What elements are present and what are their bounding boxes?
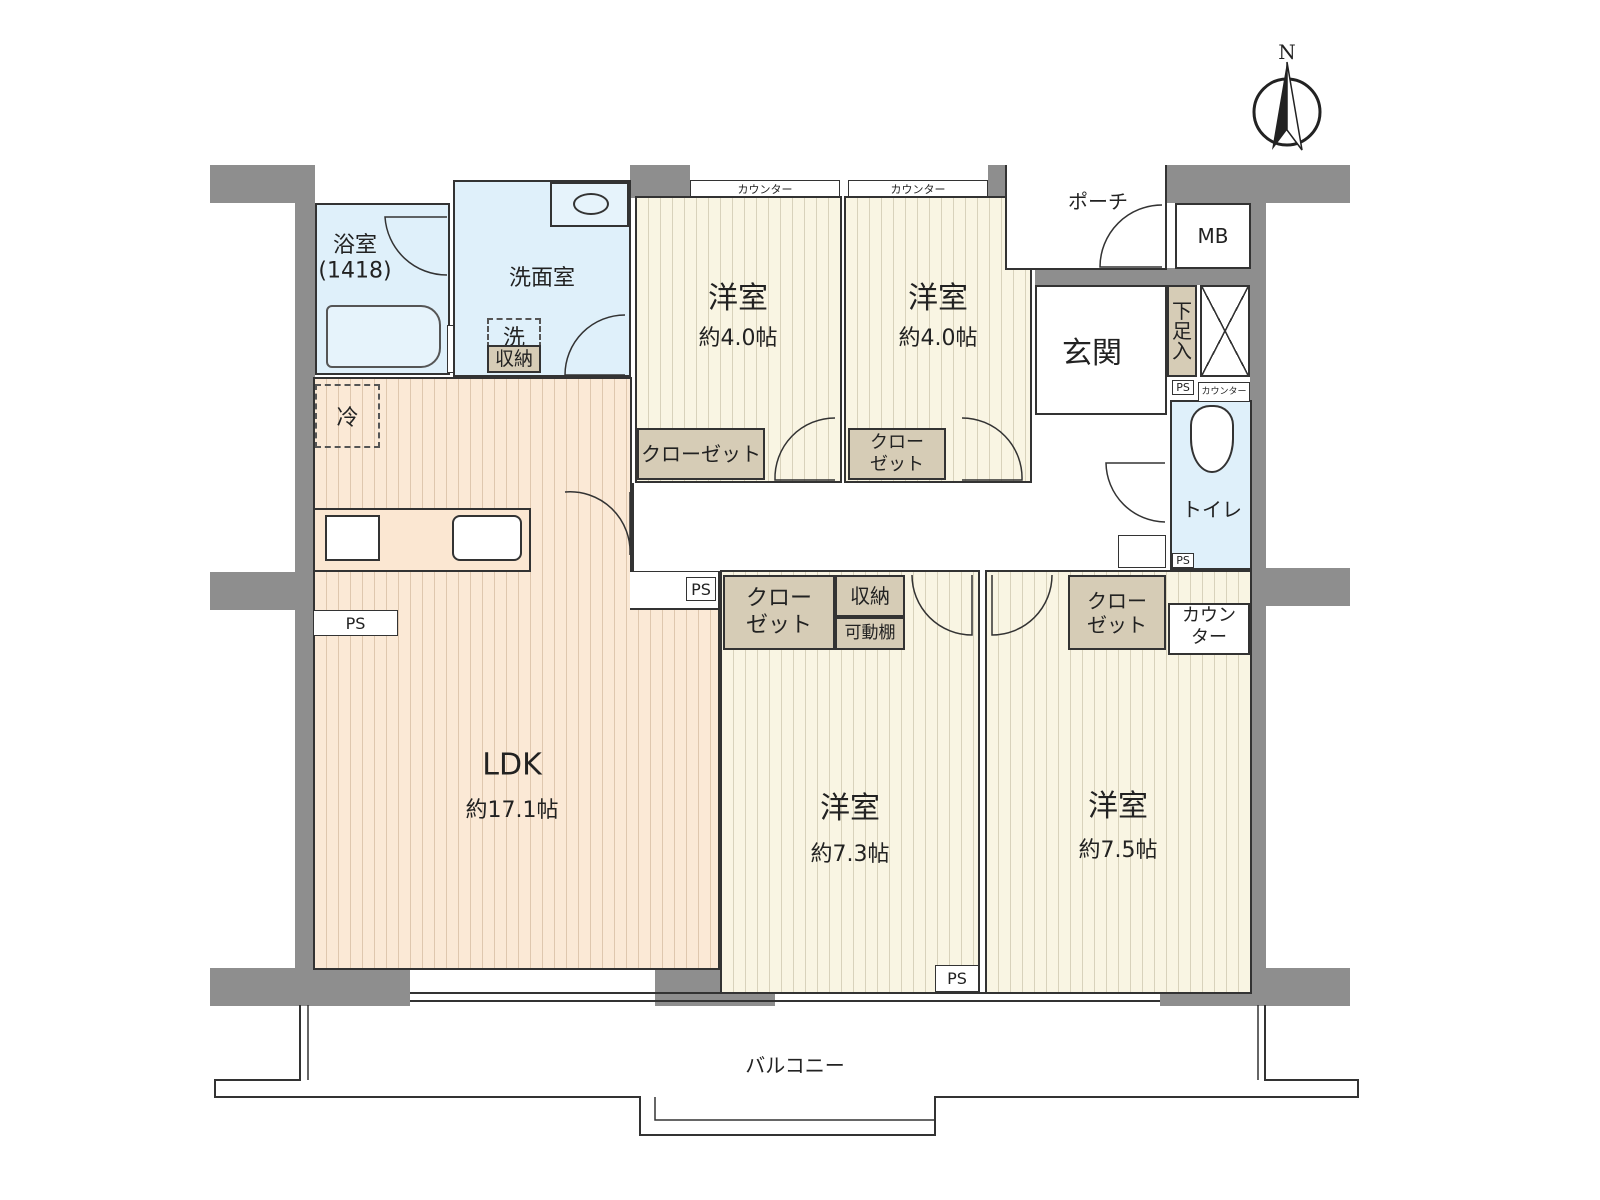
- meter-box: MB: [1175, 203, 1251, 269]
- door-room1: [774, 417, 836, 481]
- room3-size: 約7.3帖: [810, 842, 890, 867]
- compass-icon: [1252, 61, 1322, 151]
- sink-icon: [573, 193, 609, 215]
- hall-sink-icon: [1118, 535, 1166, 568]
- counter-room1-label: カウンター: [737, 183, 793, 196]
- shoe-storage-label: 下 足 入: [1172, 299, 1192, 363]
- ldk-size: 約17.1帖: [465, 798, 559, 823]
- compass-north-label: N: [1278, 40, 1296, 64]
- ps-ldk: PS: [313, 610, 398, 636]
- porch-label: ポーチ: [1068, 189, 1128, 214]
- toilet-bowl-icon: [1190, 405, 1234, 473]
- washroom-storage-label: 収納: [494, 347, 533, 370]
- room2-label: 洋室: [908, 281, 968, 316]
- door-room3: [911, 574, 973, 636]
- wall-porch-bottom: [1035, 268, 1265, 285]
- balcony-outline: [214, 1005, 1359, 1136]
- closet-room3: クロー ゼット: [723, 575, 835, 650]
- room4-size: 約7.5帖: [1078, 838, 1158, 863]
- balcony-label: バルコニー: [745, 1053, 845, 1078]
- mb-label: MB: [1197, 224, 1229, 248]
- room1-label: 洋室: [708, 281, 768, 316]
- closet-room4-label: クロー ゼット: [1087, 588, 1147, 637]
- ps-room3: PS: [935, 965, 979, 992]
- room3-label: 洋室: [820, 791, 880, 826]
- bathtub: [326, 305, 441, 368]
- washer-label: 洗: [502, 326, 525, 351]
- ldk-label: LDK: [482, 747, 542, 783]
- storage-room3-label: 収納: [850, 584, 890, 608]
- ldk: [313, 570, 720, 970]
- wall-mid-left: [210, 572, 315, 610]
- closet-room3-label: クロー ゼット: [745, 586, 812, 638]
- toilet-label: トイレ: [1182, 497, 1242, 522]
- room1-size: 約4.0帖: [698, 326, 778, 351]
- shelf-room3: 可動棚: [835, 617, 905, 650]
- washroom-label: 洗面室: [508, 266, 576, 291]
- porch: [1005, 165, 1167, 270]
- fridge-label: 冷: [336, 406, 359, 431]
- genkan-label: 玄関: [1062, 336, 1122, 371]
- door-ldk: [564, 491, 631, 556]
- toilet-counter-label: カウンター: [1201, 387, 1247, 397]
- kitchen-sink-icon: [452, 515, 522, 561]
- door-room4: [991, 574, 1053, 636]
- storage-room3: 収納: [835, 575, 905, 617]
- closet-room4: クロー ゼット: [1068, 575, 1166, 650]
- stove-icon: [325, 515, 380, 561]
- toilet-counter: カウンター: [1198, 382, 1250, 402]
- wall-top-mid: [630, 165, 690, 198]
- hallway: [632, 483, 1170, 571]
- ps-toilet-top: PS: [1172, 380, 1194, 395]
- door-entrance: [1099, 204, 1163, 268]
- bath-label: 浴室: [332, 233, 378, 258]
- closet-room2: クロー ゼット: [848, 428, 946, 480]
- room4-label: 洋室: [1088, 789, 1148, 824]
- counter-room4: カウン ター: [1168, 603, 1250, 655]
- shelf-room3-label: 可動棚: [844, 623, 896, 644]
- counter-room1: カウンター: [690, 180, 840, 197]
- counter-room2-label: カウンター: [890, 183, 946, 196]
- closet-room1-label: クローゼット: [641, 442, 761, 466]
- storage-x: [1200, 285, 1250, 377]
- closet-room2-label: クロー ゼット: [870, 432, 924, 475]
- bath-size: (1418): [318, 258, 392, 284]
- balcony-inner: [307, 1005, 1259, 1121]
- wall-mid-right: [1250, 568, 1350, 606]
- door-bath: [384, 216, 448, 276]
- door-room2: [961, 417, 1023, 481]
- ps-hall: PS: [686, 577, 716, 601]
- genkan: [1035, 285, 1167, 415]
- fridge-space: 冷: [315, 384, 380, 448]
- wall-bottom-left: [210, 968, 410, 1006]
- counter-room2: カウンター: [848, 180, 988, 197]
- closet-room1: クローゼット: [637, 428, 765, 480]
- ps-toilet-bottom: PS: [1172, 553, 1194, 568]
- room2-size: 約4.0帖: [898, 326, 978, 351]
- door-washroom: [564, 314, 626, 376]
- counter-room4-label: カウン ター: [1182, 605, 1236, 648]
- door-toilet: [1105, 462, 1166, 523]
- washroom-storage: 収納: [487, 345, 541, 373]
- shoe-storage: 下 足 入: [1167, 285, 1197, 377]
